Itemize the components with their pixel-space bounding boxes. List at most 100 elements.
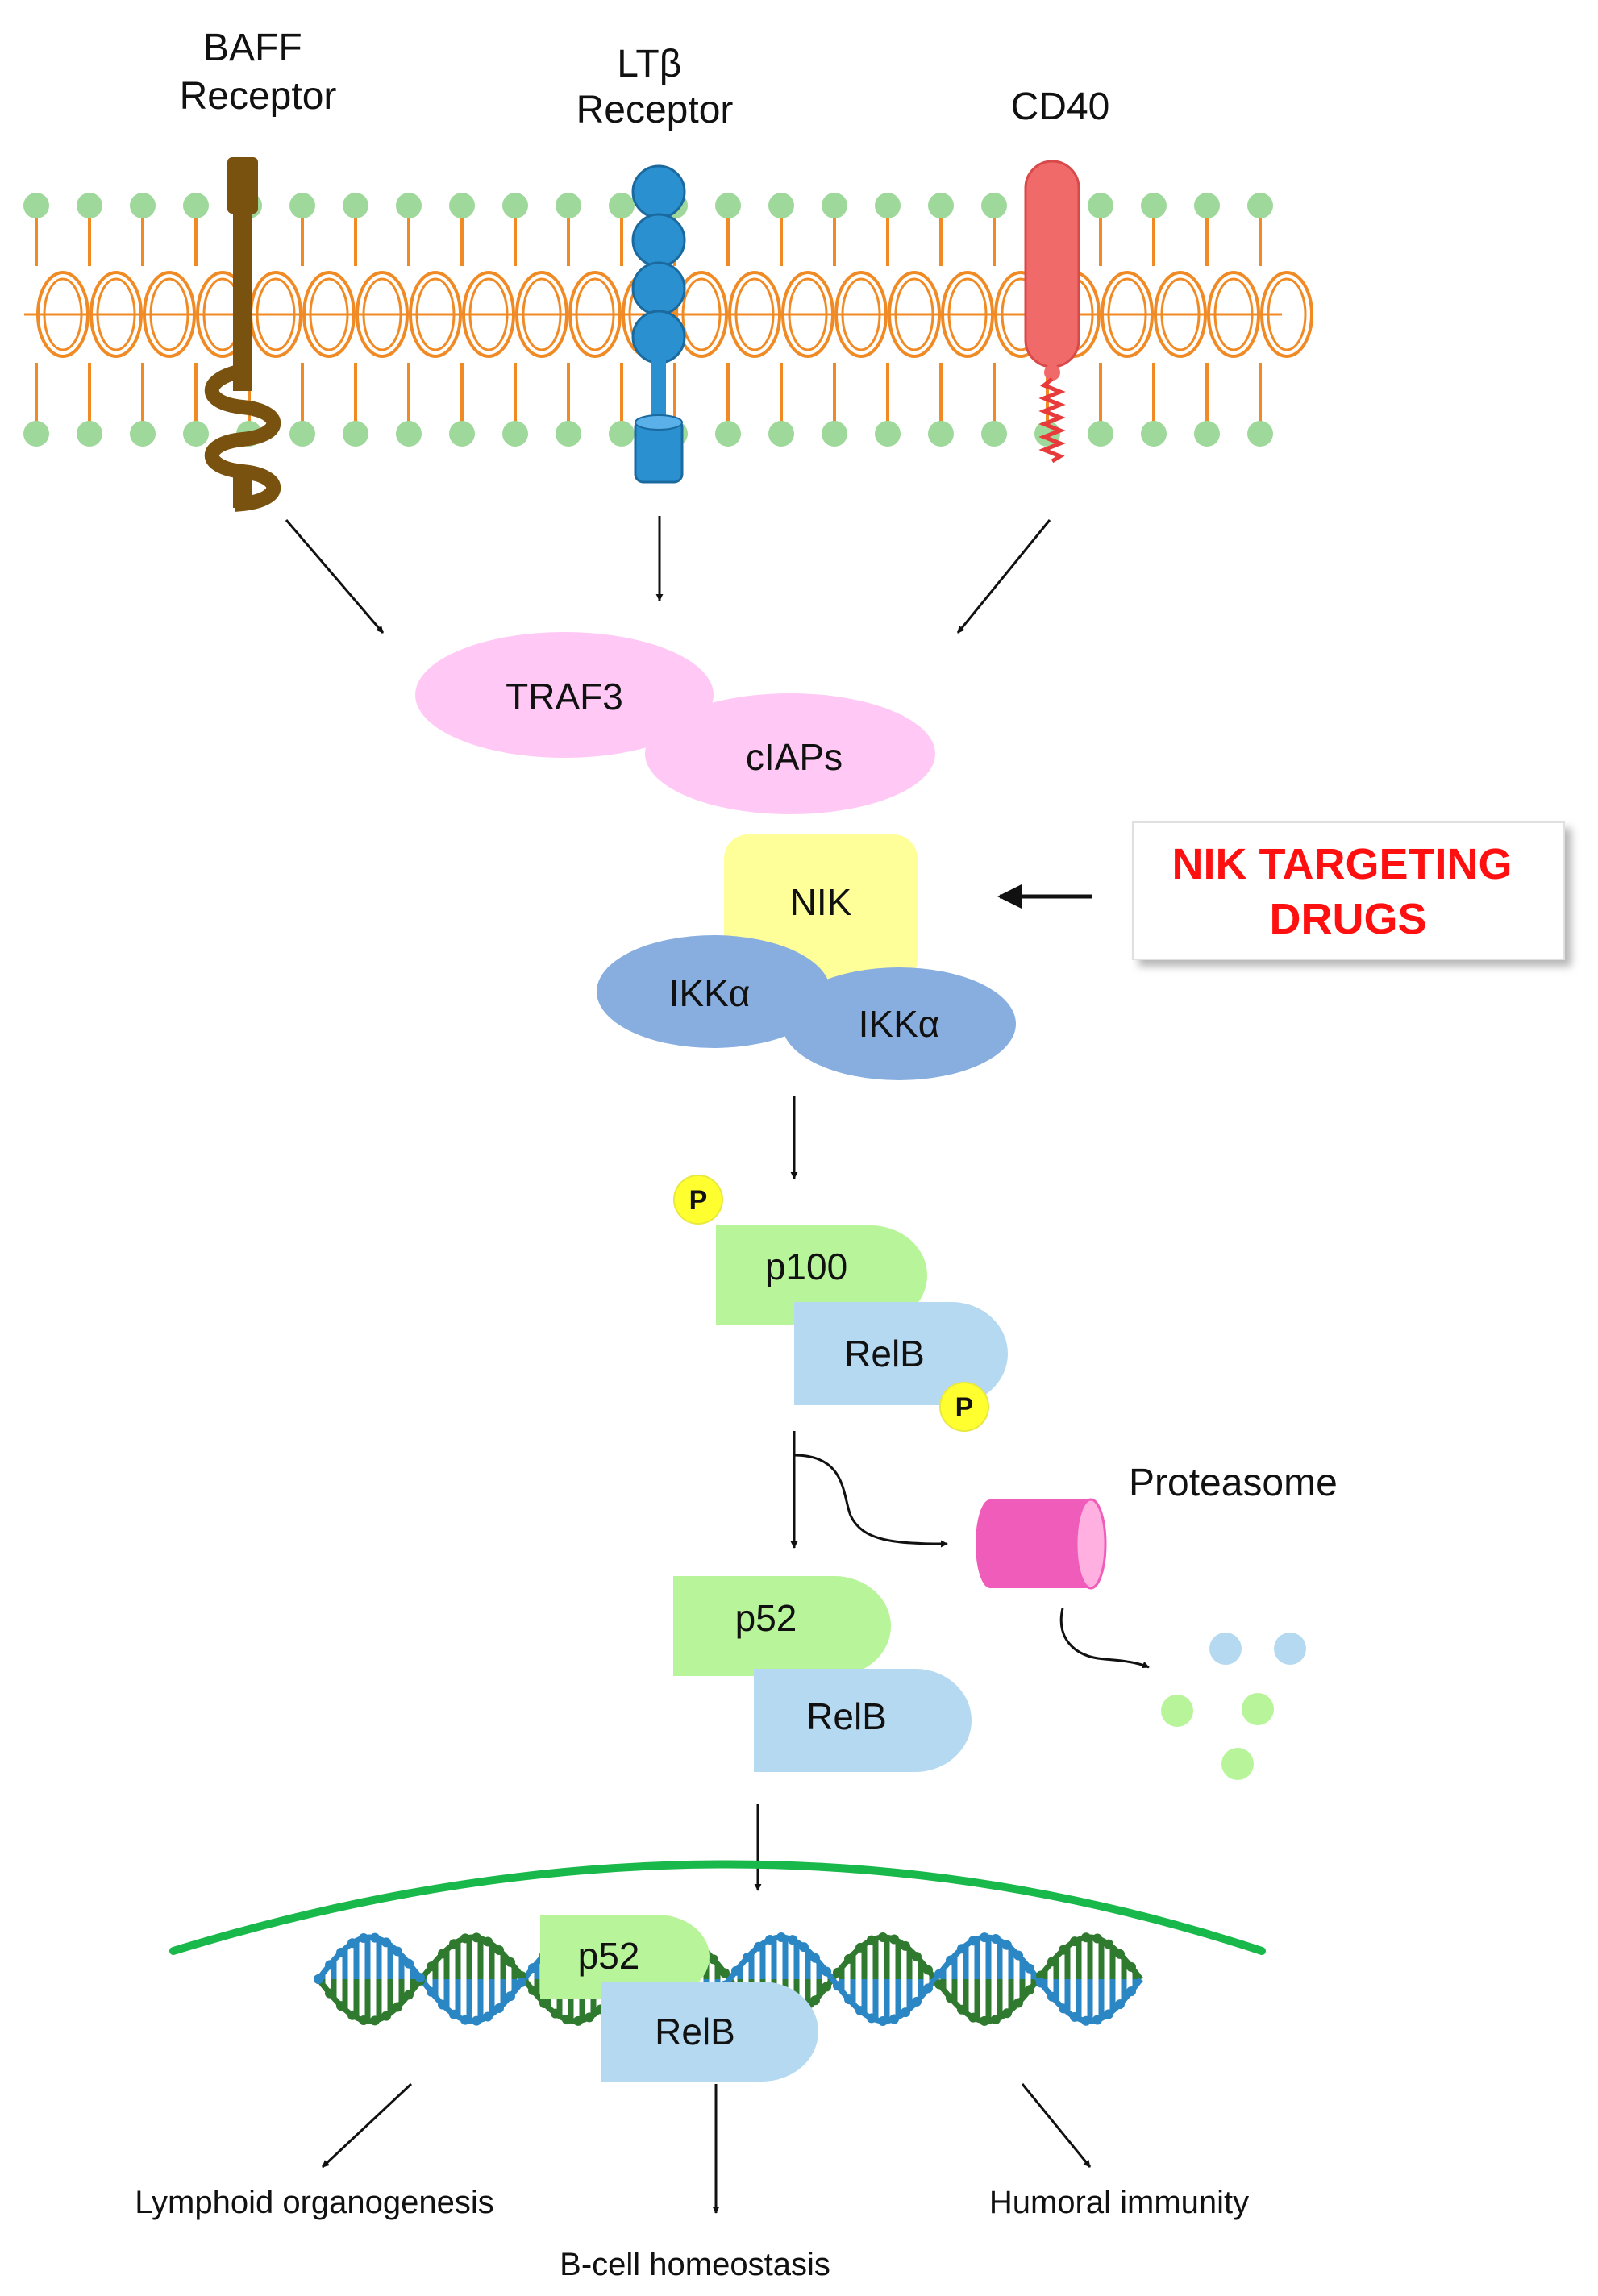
lipid-head-top (130, 193, 156, 218)
dna-node-a (1047, 1957, 1057, 1967)
lipid-head-top (77, 193, 102, 218)
dna-node-b (506, 1991, 515, 2002)
baff-label-line1: BAFF (203, 27, 302, 69)
lipid-head-top (449, 193, 475, 218)
dna-node-b (1002, 1940, 1012, 1950)
dna-node-a (494, 1945, 504, 1956)
lipid-head-bottom (77, 421, 102, 447)
baff-receptor-label: BAFF Receptor (180, 27, 337, 118)
dna-node-a (1002, 2008, 1012, 2019)
dna-node-b (359, 1932, 368, 1943)
lipid-head-top (822, 193, 847, 218)
dna-node-b (528, 1963, 538, 1974)
dna-node-b (1036, 1978, 1046, 1988)
lipid-head-top (556, 193, 581, 218)
dna-node-a (1059, 1945, 1068, 1955)
dna-node-a (709, 1954, 718, 1965)
dna-node-a (912, 1952, 922, 1962)
lipid-head-bottom (928, 421, 954, 447)
dna-node-a (359, 2015, 368, 2026)
dna-node-b (1092, 2015, 1102, 2025)
dna-node-a (901, 1940, 910, 1951)
dna-node-b (347, 1938, 357, 1949)
lipid-head-bottom (289, 421, 315, 447)
lipid-head-bottom (556, 421, 581, 447)
dna-node-a (1126, 1961, 1136, 1972)
dna-node-b (427, 1986, 436, 1997)
dna-node-b (449, 2009, 459, 2019)
dna-node-b (968, 1936, 978, 1946)
dna-node-b (743, 1953, 752, 1963)
dna-node-a (336, 2001, 346, 2011)
lipid-head-bottom (1194, 421, 1220, 447)
dna-node-a (946, 1993, 955, 2003)
dna-node-b (765, 1934, 775, 1945)
dna-node-a (968, 2012, 978, 2023)
dna-node-b (336, 1947, 346, 1957)
ltb-receptor-label: LTβ Receptor (576, 43, 734, 131)
dna-node-b (1047, 1991, 1057, 2002)
lipid-head-top (981, 193, 1007, 218)
relb-1-label: RelB (844, 1333, 925, 1375)
baff-label-line2: Receptor (180, 75, 337, 118)
dna-node-b (754, 1941, 764, 1952)
dna-node-b (517, 1977, 526, 1987)
dna-node-a (370, 2015, 380, 2026)
baff-receptor (204, 157, 281, 512)
outcome-bcell-homeostasis: B-cell homeostasis (560, 2247, 830, 2282)
nik-label: NIK (790, 881, 852, 923)
dna-node-a (562, 2015, 572, 2025)
dna-node-a (957, 2004, 967, 2015)
dna-node-a (934, 1979, 944, 1990)
ikka-1-shape (597, 935, 830, 1048)
dna-node-b (776, 1932, 786, 1943)
dna-node-b (314, 1974, 323, 1984)
dna-node-b (991, 1933, 1001, 1944)
dna-node-a (1013, 1998, 1023, 2008)
lipid-head-bottom (1247, 421, 1273, 447)
arrow-baff-to-traf3 (285, 519, 385, 634)
dna-node-a (855, 1942, 865, 1953)
dna-node-b (980, 1932, 989, 1943)
dna-node-b (494, 2003, 504, 2013)
nuclear-relb-shape (601, 1982, 818, 2082)
ltb-label-line2: Receptor (576, 89, 734, 131)
traf3-shape (415, 632, 714, 758)
phospho-1-label: P (689, 1185, 708, 1216)
dna-node-a (427, 1961, 436, 1972)
lipid-head-top (768, 193, 794, 218)
phospho-2-circle (939, 1382, 989, 1432)
dna-node-b (1070, 2011, 1080, 2022)
lipid-head-top (875, 193, 901, 218)
dna-node-a (585, 2012, 594, 2023)
lipid-head-bottom (981, 421, 1007, 447)
dna-node-a (539, 1999, 549, 2009)
lipid-head-bottom (1088, 421, 1113, 447)
dna-node-a (573, 2015, 583, 2026)
cd40-label: CD40 (1011, 85, 1110, 128)
lipid-head-top (23, 193, 49, 218)
dna-node-b (822, 1966, 831, 1977)
p52-shape (673, 1576, 891, 1676)
outcome-lymphoid-organogenesis: Lymphoid organogenesis (135, 2185, 494, 2220)
ikka-2-shape (782, 967, 1016, 1080)
dna-node-a (980, 2015, 989, 2026)
p100-shape (716, 1225, 927, 1325)
arrow-p100-to-proteasome (793, 1454, 948, 1548)
dna-node-b (404, 1958, 414, 1969)
lipid-head-bottom (23, 421, 49, 447)
lipid-head-top (1088, 193, 1113, 218)
dna-node-a (472, 1932, 481, 1943)
lipid-head-top (183, 193, 209, 218)
dna-node-b (844, 1994, 854, 2005)
lipid-head-top (343, 193, 368, 218)
lipid-head-bottom (343, 421, 368, 447)
dna-node-b (889, 2014, 899, 2024)
nuclear-p52-shape (540, 1915, 710, 1999)
dna-node-b (799, 1942, 809, 1953)
dna-node-b (393, 1946, 402, 1957)
dna-node-b (923, 1983, 933, 1994)
dna-node-a (449, 1939, 459, 1949)
phospho-2-label: P (955, 1392, 974, 1423)
dna-node-b (1115, 1999, 1125, 2010)
